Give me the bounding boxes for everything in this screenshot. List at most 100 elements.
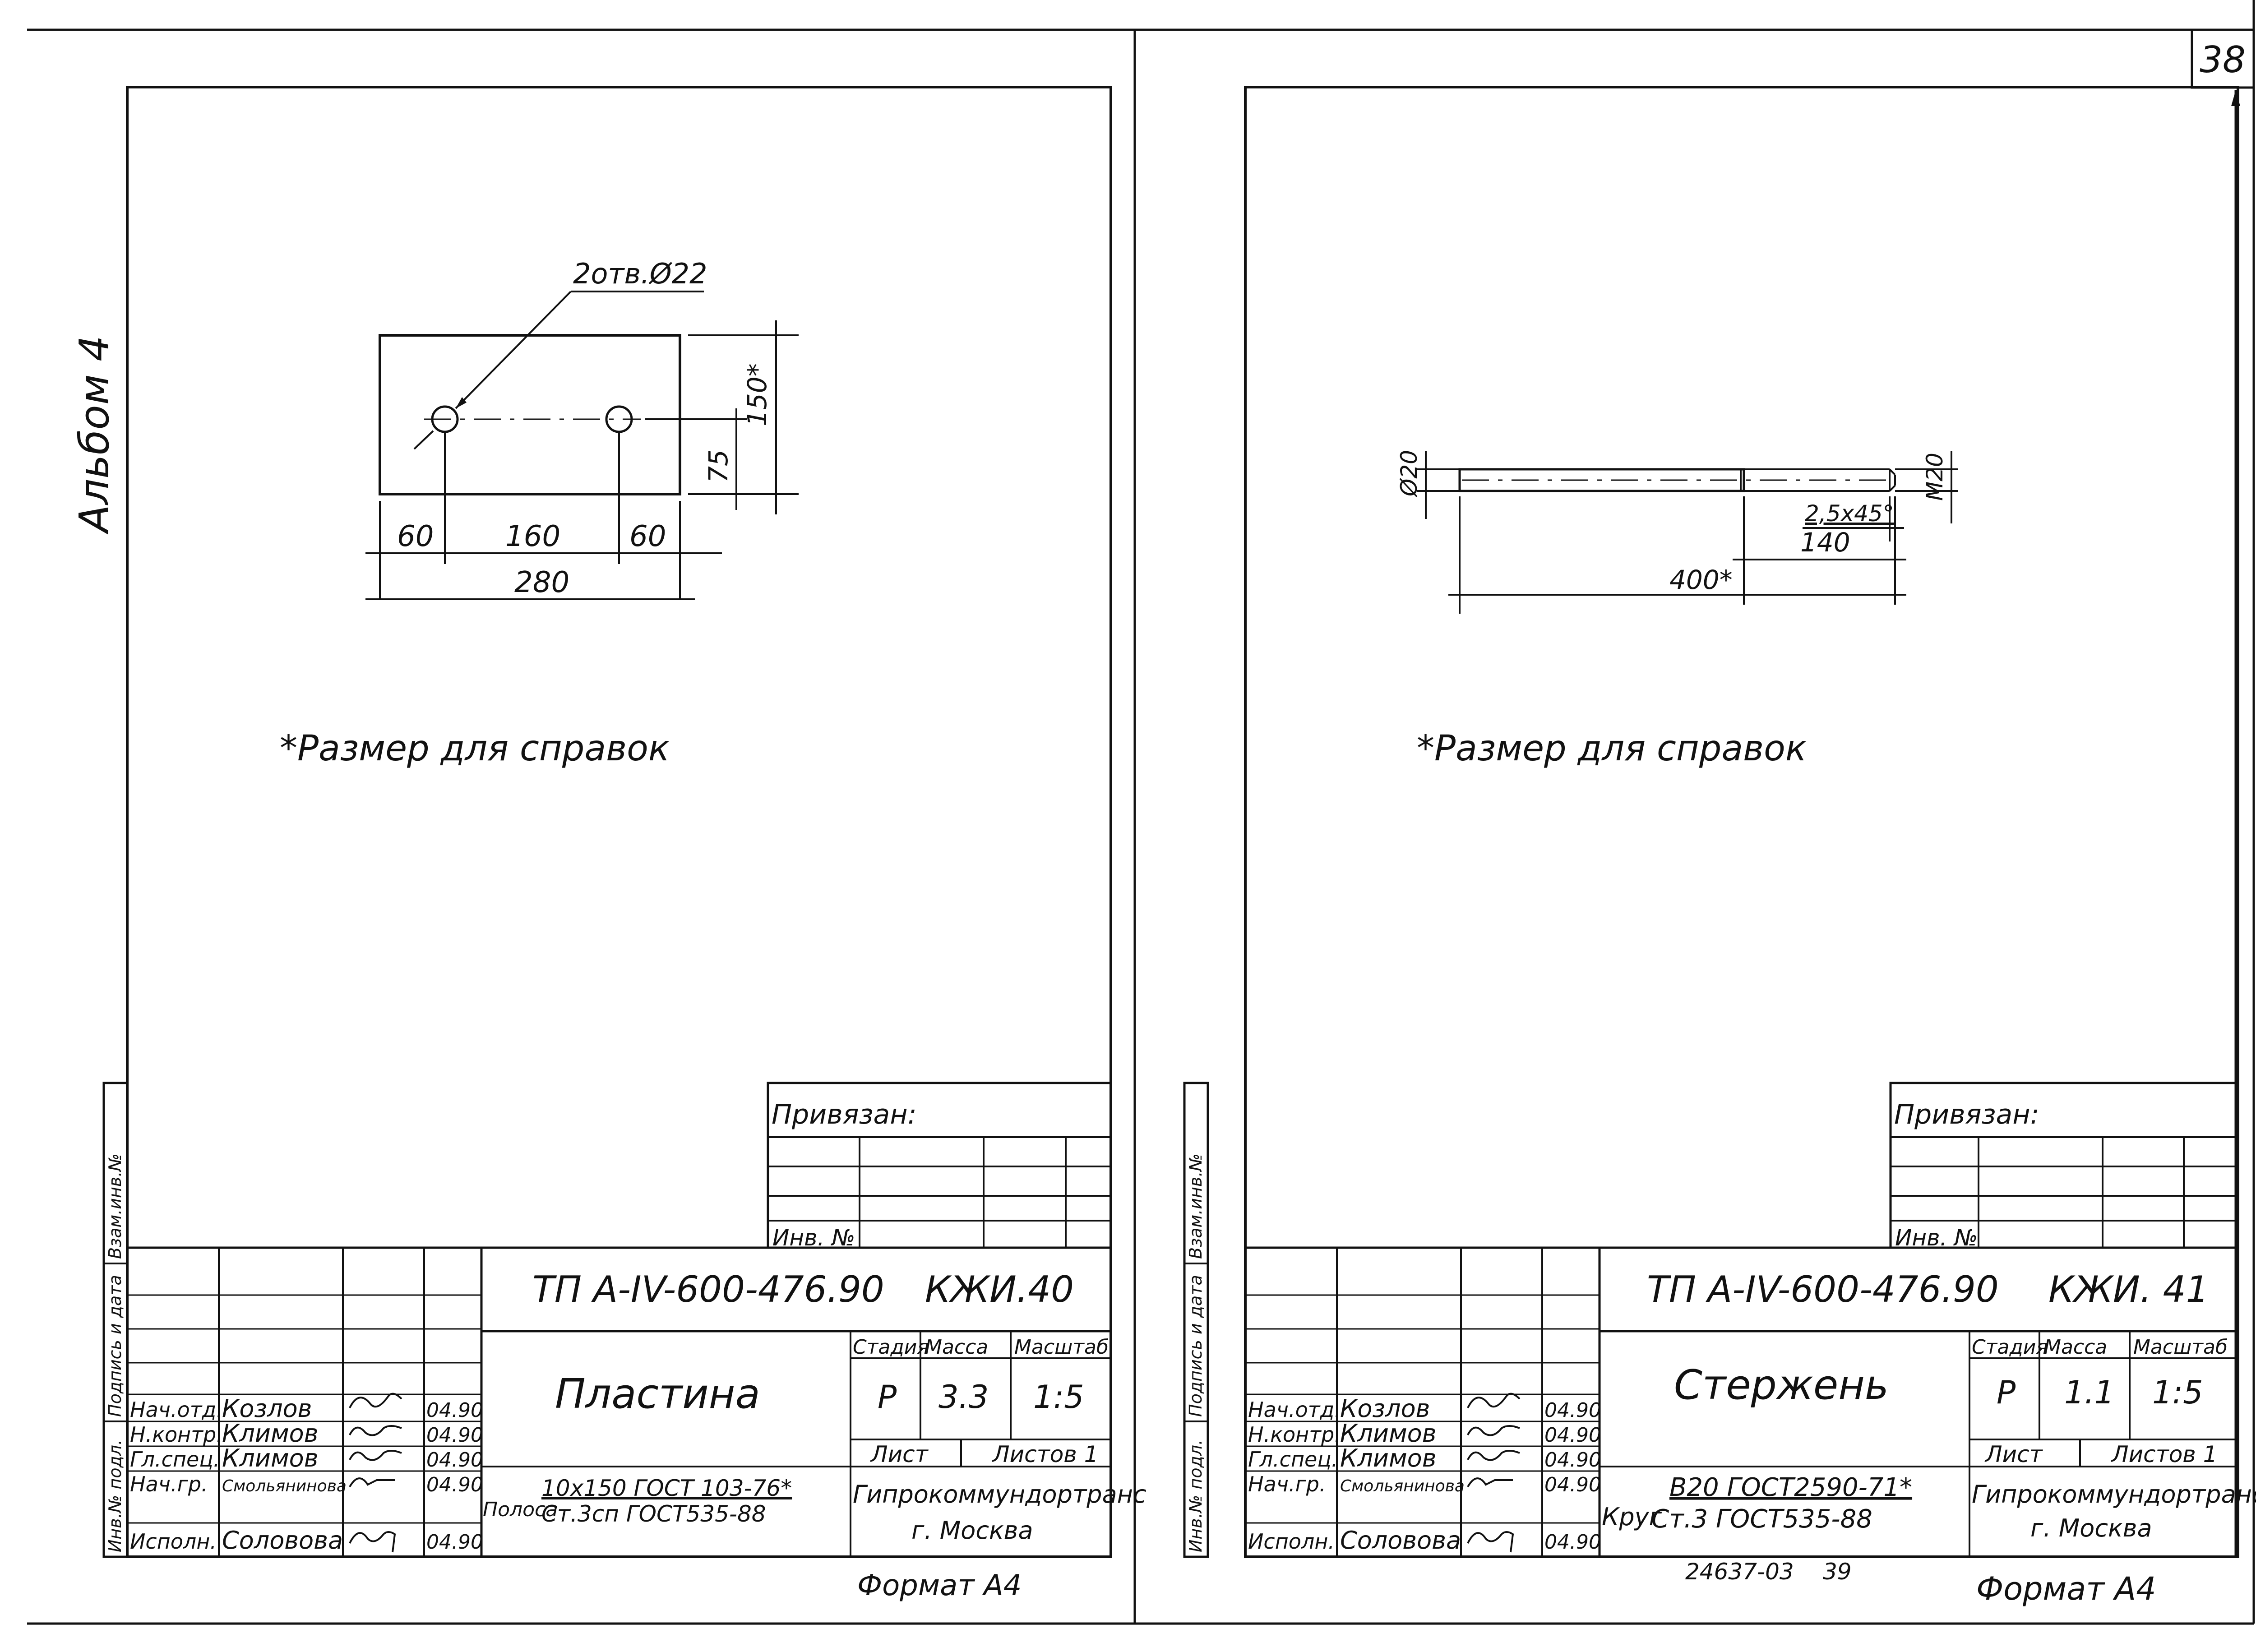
dim-150: 150* — [742, 363, 772, 426]
stage-value: Р — [1997, 1374, 2016, 1411]
signature-role: Гл.спец. — [130, 1447, 220, 1472]
signature-role: Н.контр. — [130, 1422, 223, 1447]
part-title: Пластина — [555, 1370, 760, 1418]
dim-60-right: 60 — [629, 520, 666, 553]
side-column-right: Инв.№ подл. Подпись и дата Взам.инв.№ — [1183, 1082, 1209, 1558]
handwritten-signature — [1467, 1477, 1513, 1488]
signature-role: Исполн. — [130, 1529, 217, 1554]
side-column-left: Инв.№ подл. Подпись и дата Взам.инв.№ — [102, 1082, 129, 1558]
scale-label: Масштаб — [1014, 1336, 1109, 1359]
scale-label: Масштаб — [2133, 1336, 2228, 1359]
material-label: Полоса — [483, 1498, 558, 1521]
signature-name: Козлов — [222, 1394, 312, 1423]
part-title: Стержень — [1674, 1361, 1889, 1409]
signature-date: 04.90 — [426, 1448, 483, 1472]
dim-diameter: Ø20 — [1396, 450, 1422, 497]
archive-number: 24637-03 — [1685, 1559, 1794, 1585]
mass-label: Масса — [925, 1336, 988, 1359]
sheet-code: КЖИ.40 — [925, 1268, 1074, 1310]
signature-date: 04.90 — [1544, 1399, 1601, 1422]
material-label: Круг — [1602, 1503, 1662, 1531]
dim-holes: 2отв.Ø22 — [573, 257, 707, 290]
org-name: Гипрокоммундортранс — [853, 1480, 1146, 1509]
signature-role: Н.контр. — [1248, 1422, 1341, 1447]
sheet-left: Инв.№ подл. Подпись и дата Взам.инв.№ 2о… — [102, 86, 1146, 1602]
page-frame — [27, 0, 2255, 1625]
signature-date: 04.90 — [426, 1531, 483, 1554]
handwritten-signature — [1467, 1531, 1514, 1553]
tied-label: Привязан: — [1894, 1099, 2039, 1130]
handwritten-signature — [1467, 1393, 1521, 1408]
sheet-right: Инв.№ подл. Подпись и дата Взам.инв.№ Ø2… — [1183, 86, 2256, 1607]
mass-label: Масса — [2044, 1336, 2107, 1359]
handwritten-signature — [349, 1477, 395, 1488]
signature-date: 04.90 — [1544, 1473, 1601, 1496]
note-reference: *Размер для справок — [1417, 728, 1807, 769]
sheet-label: Лист — [1984, 1441, 2043, 1467]
material-line-1: В20 ГОСТ2590-71* — [1669, 1473, 1912, 1502]
material-line-2: Ст.3 ГОСТ535-88 — [1651, 1504, 1872, 1534]
dim-280: 280 — [514, 566, 569, 599]
signature-role: Нач.отд. — [1248, 1397, 1341, 1422]
format-label: Формат А4 — [1976, 1570, 2156, 1607]
org-city: г. Москва — [2030, 1514, 2152, 1542]
signature-name: Смольянинова — [1340, 1477, 1465, 1495]
scale-value: 1:5 — [1033, 1379, 1084, 1416]
signature-name: Смольянинова — [222, 1477, 347, 1495]
signature-date: 04.90 — [1544, 1448, 1601, 1472]
title-block-right: Нач.отд. Козлов 04.90 Н.контр. Климов 04… — [1244, 1246, 2256, 1558]
signature-date: 04.90 — [426, 1424, 483, 1447]
title-block-left: Нач.отд. Козлов 04.90 Н.контр. Климов 04… — [126, 1246, 1146, 1558]
signature-role: Гл.спец. — [1248, 1447, 1338, 1472]
rod-drawing: Ø20 М20 2,5х45° 140 400* — [1396, 450, 1958, 614]
signature-name: Климов — [1340, 1444, 1437, 1472]
signature-role: Исполн. — [1248, 1529, 1335, 1554]
handwritten-signature — [349, 1393, 402, 1408]
side-label-signature: Подпись и дата — [1186, 1275, 1206, 1417]
signature-role: Нач.гр. — [1248, 1472, 1326, 1496]
plate-drawing: 2отв.Ø22 60 160 60 280 75 150* — [365, 257, 799, 600]
dim-140: 140 — [1800, 527, 1850, 558]
material-line-2: Ст.3сп ГОСТ535-88 — [541, 1501, 766, 1527]
dim-chamfer: 2,5х45° — [1805, 500, 1894, 527]
doc-code: ТП А-IV-600-476.90 — [532, 1268, 884, 1310]
page-number-box: 38 — [2191, 28, 2255, 89]
side-label-inv-orig: Инв.№ подл. — [1186, 1439, 1206, 1552]
signature-role: Нач.отд. — [130, 1397, 223, 1422]
dim-thread: М20 — [1922, 453, 1948, 501]
side-label-replace-inv: Взам.инв.№ — [1186, 1153, 1206, 1259]
side-label-replace-inv: Взам.инв.№ — [105, 1153, 125, 1259]
inv-label: Инв. № — [772, 1225, 855, 1251]
signature-name: Соловова — [222, 1526, 343, 1555]
sheets-count-label: Листов 1 — [2111, 1441, 2217, 1467]
sheet-code: КЖИ. 41 — [2048, 1268, 2209, 1310]
mass-value: 1.1 — [2064, 1374, 2114, 1411]
tied-block-right: Привязан: Инв. № — [1889, 1082, 2237, 1251]
tied-label: Привязан: — [772, 1099, 917, 1130]
album-label: Альбом 4 — [71, 336, 118, 535]
dim-75: 75 — [703, 449, 734, 483]
org-city: г. Москва — [911, 1516, 1033, 1545]
signature-name: Соловова — [1340, 1526, 1461, 1555]
sheet-label: Лист — [870, 1441, 929, 1467]
org-name: Гипрокоммундортранс — [1972, 1480, 2256, 1509]
doc-code: ТП А-IV-600-476.90 — [1647, 1268, 1999, 1310]
dim-60-left: 60 — [397, 520, 434, 553]
dim-160: 160 — [505, 520, 560, 553]
signature-date: 04.90 — [1544, 1531, 1601, 1554]
stage-label: Стадия — [1972, 1336, 2048, 1359]
handwritten-signature — [349, 1531, 396, 1553]
archive-page: 39 — [1823, 1559, 1852, 1585]
signature-date: 04.90 — [426, 1399, 483, 1422]
stage-value: Р — [878, 1379, 897, 1416]
signature-name: Климов — [222, 1444, 319, 1472]
signature-name: Климов — [1340, 1419, 1437, 1448]
mass-value: 3.3 — [938, 1379, 989, 1416]
page-number: 38 — [2200, 39, 2246, 81]
handwritten-signature — [1467, 1425, 1520, 1436]
scale-value: 1:5 — [2152, 1374, 2203, 1411]
material-line-1: 10х150 ГОСТ 103-76* — [541, 1475, 792, 1501]
signature-date: 04.90 — [426, 1473, 483, 1496]
side-label-signature: Подпись и дата — [105, 1275, 125, 1417]
